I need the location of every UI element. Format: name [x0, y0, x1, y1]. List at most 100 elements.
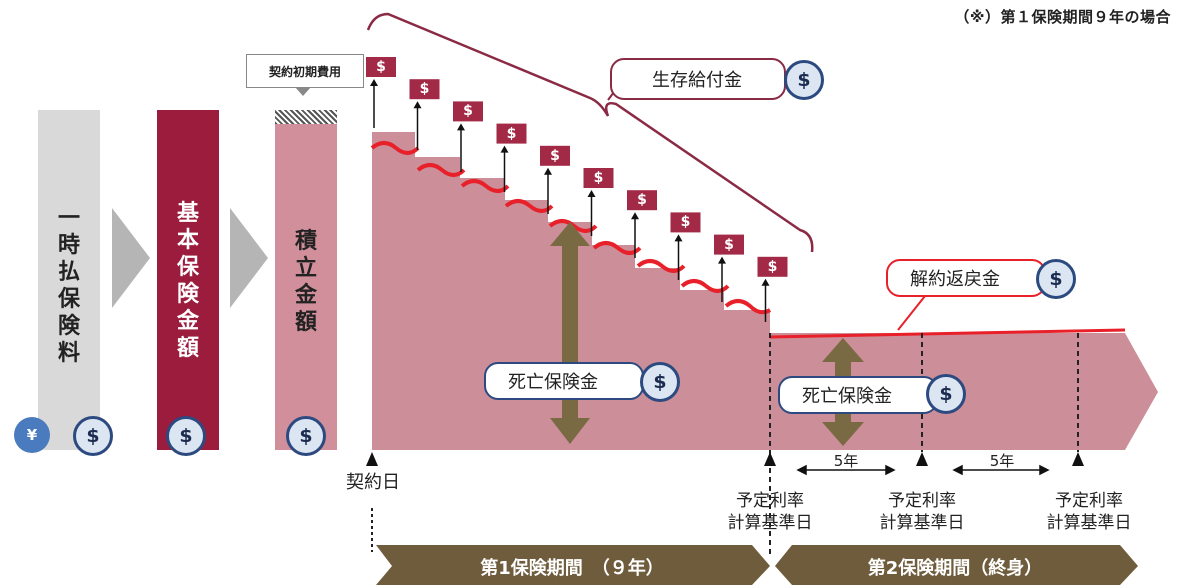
dollar-icon: $	[73, 416, 113, 456]
first-period-label: 第1保険期間 （９年）	[480, 558, 664, 579]
second-period-banner	[775, 545, 1138, 585]
reserve-bar	[275, 124, 337, 450]
yen-icon: ¥	[14, 417, 50, 453]
column-char: 積	[294, 229, 317, 254]
survival-benefit-brace	[366, 12, 814, 253]
payout-arrowhead	[370, 79, 378, 86]
column-char: 時	[57, 233, 80, 258]
column-char: 料	[57, 341, 80, 366]
payout-dollar-label: $	[506, 125, 517, 142]
rate-date-line1: 予定利率	[888, 491, 956, 511]
interval-arrow	[796, 464, 1050, 476]
dollar-icon: $	[1036, 259, 1076, 299]
initial-cost-label: 契約初期費用	[268, 64, 341, 79]
payout-box	[366, 57, 396, 77]
payout-arrowhead	[544, 167, 552, 175]
reserve-label: 積立金額	[275, 228, 337, 336]
column-char: 険	[176, 282, 199, 307]
column-char: 額	[294, 310, 317, 335]
payout-box	[670, 212, 701, 233]
rate-date-marker	[764, 452, 776, 466]
payout-dollar-label: $	[637, 192, 647, 209]
payout-box	[496, 123, 527, 144]
rate-date-marker	[1072, 452, 1084, 466]
payout-dollar-label: $	[376, 59, 386, 75]
column-char: 金	[176, 309, 199, 334]
scenario-note: （※）第１保険期間９年の場合	[954, 8, 1171, 26]
column-char: 基	[176, 201, 199, 226]
column-char: 険	[57, 314, 80, 339]
dollar-icon: $	[926, 374, 966, 414]
payout-arrowhead	[413, 101, 422, 109]
payout-arrowhead	[500, 145, 509, 153]
premium-label: 一時払保険料	[38, 205, 100, 367]
death-benefit-callout-2: 死亡保険金	[778, 376, 938, 414]
rate-date-line1: 予定利率	[736, 491, 804, 511]
rate-date-line1: 予定利率	[1055, 491, 1123, 511]
death-benefit-label: 死亡保険金	[508, 372, 598, 393]
payout-box	[714, 234, 744, 255]
column-char: 一	[57, 206, 80, 231]
rate-date-marker	[916, 452, 928, 466]
rate-date-line2: 計算基準日	[1046, 513, 1132, 533]
dollar-icon: $	[640, 362, 680, 402]
dollar-icon: $	[166, 416, 206, 456]
death-benefit-callout-1: 死亡保険金	[484, 362, 644, 400]
payout-dollar-label: $	[680, 214, 691, 231]
rate-date-label: 予定利率 計算基準日	[715, 490, 825, 534]
payout-dollar-label: $	[463, 103, 473, 120]
arrow-right-icon	[112, 208, 150, 308]
rate-date-line2: 計算基準日	[879, 513, 965, 533]
contract-date-marker	[366, 452, 378, 466]
surrender-callout-leader	[897, 295, 926, 331]
payout-box	[540, 145, 570, 166]
payout-box	[627, 190, 657, 211]
rate-date-label: 予定利率 計算基準日	[867, 490, 977, 534]
column-char: 払	[57, 260, 80, 285]
payout-box	[583, 168, 614, 188]
rate-date-line2: 計算基準日	[727, 513, 813, 533]
payout-arrowhead	[631, 212, 639, 220]
payout-arrowhead	[761, 278, 770, 286]
payout-dollar-label: $	[593, 170, 604, 186]
payout-arrowhead	[457, 123, 465, 131]
death-benefit-label: 死亡保険金	[802, 386, 892, 407]
column-char: 本	[176, 228, 199, 253]
dollar-icon: $	[286, 416, 326, 456]
payout-dollar-label: $	[767, 258, 778, 275]
survival-benefit-label: 生存給付金	[652, 70, 742, 91]
column-char: 額	[176, 336, 199, 361]
second-period-label: 第2保険期間（終身）	[867, 558, 1043, 579]
payout-dollar-label: $	[550, 147, 560, 164]
survival-benefit-callout: 生存給付金	[610, 58, 786, 100]
payout-box	[453, 101, 483, 122]
payout-dollar-label: $	[419, 81, 430, 98]
contract-date-label: 契約日	[346, 472, 400, 493]
basic-amount-bar	[157, 110, 219, 450]
payout-dollar-label: $	[724, 236, 734, 253]
interval-label: 5年	[833, 452, 859, 470]
payout-box	[757, 256, 788, 277]
basic-amount-label: 基本保険金額	[157, 200, 219, 362]
arrow-right-icon	[230, 208, 268, 308]
payout-arrowhead	[587, 190, 596, 197]
initial-cost-hatch	[275, 110, 337, 124]
surrender-value-line	[769, 328, 1126, 339]
surrender-value-label: 解約返戻金	[910, 269, 1000, 290]
payout-arrowhead	[718, 256, 726, 264]
payout-arrowhead	[674, 234, 683, 242]
column-char: 保	[176, 255, 199, 280]
surrender-value-wave-line	[370, 141, 772, 315]
payout-box	[409, 79, 440, 100]
initial-cost-callout: 契約初期費用	[246, 54, 364, 96]
column-char: 立	[294, 256, 317, 281]
premium-bar	[38, 110, 100, 450]
surrender-value-callout: 解約返戻金	[886, 259, 1046, 297]
dollar-icon: $	[784, 60, 824, 100]
rate-date-label: 予定利率 計算基準日	[1034, 490, 1144, 534]
interval-label: 5年	[989, 452, 1015, 470]
column-char: 金	[294, 283, 317, 308]
survival-benefit-payouts	[366, 57, 788, 322]
column-char: 保	[57, 287, 80, 312]
first-period-banner	[376, 545, 770, 585]
